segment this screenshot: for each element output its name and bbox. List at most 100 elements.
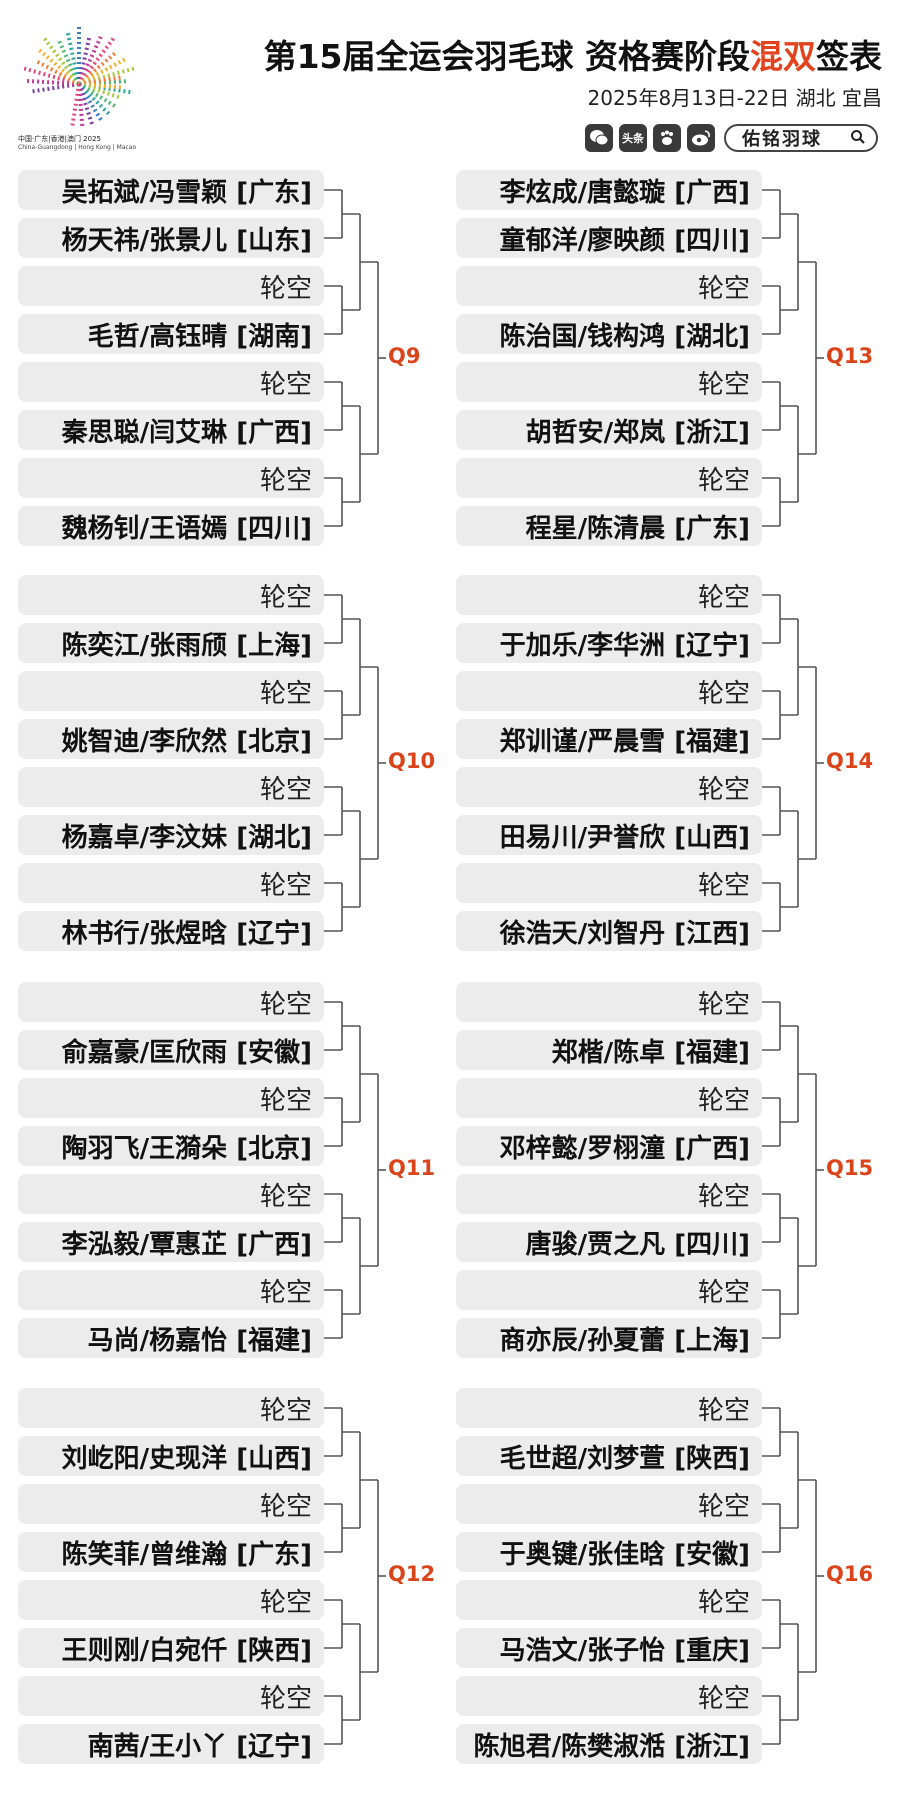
bracket-lines bbox=[324, 189, 386, 527]
page-title: 第15届全运会羽毛球 资格赛阶段混双签表 bbox=[263, 37, 882, 76]
qualifier-label: Q14 bbox=[826, 749, 874, 773]
pair-entry: 秦思聪/闫艾琳 [广西] bbox=[18, 410, 324, 450]
bye-slot: 轮空 bbox=[18, 1270, 324, 1310]
pair-entry: 毛世超/刘梦萱 [陕西] bbox=[456, 1436, 762, 1476]
bye-slot: 轮空 bbox=[18, 767, 324, 807]
logo-caption: 中国·广东|香港|澳门 2025 bbox=[18, 135, 101, 143]
pair-entry: 王则刚/白宛仟 [陕西] bbox=[18, 1628, 324, 1668]
bracket-q10: 轮空陈奕江/张雨颀 [上海]轮空姚智迪/李欣然 [北京]轮空杨嘉卓/李汶妹 [湖… bbox=[18, 575, 448, 959]
bye-slot: 轮空 bbox=[18, 863, 324, 903]
bracket-lines bbox=[324, 1407, 386, 1745]
bracket-q13: 李炫成/唐懿璇 [广西]童郁洋/廖映颜 [四川]轮空陈治国/钱构鸿 [湖北]轮空… bbox=[456, 170, 886, 554]
bye-slot: 轮空 bbox=[18, 266, 324, 306]
pair-entry: 田易川/尹誉欣 [山西] bbox=[456, 815, 762, 855]
bye-slot: 轮空 bbox=[18, 1580, 324, 1620]
bye-slot: 轮空 bbox=[18, 1174, 324, 1214]
bracket-lines bbox=[762, 1407, 824, 1745]
bye-slot: 轮空 bbox=[456, 982, 762, 1022]
qualifier-label: Q15 bbox=[826, 1156, 874, 1180]
bye-slot: 轮空 bbox=[18, 982, 324, 1022]
bracket-lines bbox=[324, 594, 386, 932]
bye-slot: 轮空 bbox=[456, 1484, 762, 1524]
pair-entry: 陶羽飞/王漪朵 [北京] bbox=[18, 1126, 324, 1166]
bracket-lines bbox=[762, 189, 824, 527]
qualifier-label: Q16 bbox=[826, 1562, 874, 1586]
pair-entry: 邓梓懿/罗栩潼 [广西] bbox=[456, 1126, 762, 1166]
pair-entry: 陈笑菲/曾维瀚 [广东] bbox=[18, 1532, 324, 1572]
bye-slot: 轮空 bbox=[18, 1676, 324, 1716]
bye-slot: 轮空 bbox=[18, 1078, 324, 1118]
qualifier-label: Q13 bbox=[826, 344, 874, 368]
games-logo: 中国·广东|香港|澳门 2025 China-Guangdong | Hong … bbox=[18, 12, 143, 152]
bye-slot: 轮空 bbox=[456, 362, 762, 402]
bracket-q14: 轮空于加乐/李华洲 [辽宁]轮空郑训谨/严晨雪 [福建]轮空田易川/尹誉欣 [山… bbox=[456, 575, 886, 959]
pair-entry: 林书行/张煜晗 [辽宁] bbox=[18, 911, 324, 951]
pair-entry: 程星/陈清晨 [广东] bbox=[456, 506, 762, 546]
bye-slot: 轮空 bbox=[18, 362, 324, 402]
qualifier-label: Q10 bbox=[388, 749, 436, 773]
pair-entry: 马尚/杨嘉怡 [福建] bbox=[18, 1318, 324, 1358]
bye-slot: 轮空 bbox=[456, 1676, 762, 1716]
pair-entry: 姚智迪/李欣然 [北京] bbox=[18, 719, 324, 759]
wechat-icon[interactable] bbox=[585, 124, 613, 152]
qualifier-label: Q12 bbox=[388, 1562, 436, 1586]
bracket-lines bbox=[762, 594, 824, 932]
bye-slot: 轮空 bbox=[456, 1580, 762, 1620]
pair-entry: 郑训谨/严晨雪 [福建] bbox=[456, 719, 762, 759]
bracket-lines bbox=[762, 1001, 824, 1339]
pair-entry: 吴拓斌/冯雪颖 [广东] bbox=[18, 170, 324, 210]
pair-entry: 童郁洋/廖映颜 [四川] bbox=[456, 218, 762, 258]
pair-entry: 杨天祎/张景儿 [山东] bbox=[18, 218, 324, 258]
bye-slot: 轮空 bbox=[456, 458, 762, 498]
title-highlight: 混双 bbox=[750, 37, 816, 76]
pair-entry: 陈奕江/张雨颀 [上海] bbox=[18, 623, 324, 663]
bye-slot: 轮空 bbox=[456, 575, 762, 615]
fan-logo-icon bbox=[24, 24, 134, 127]
qualifier-label: Q9 bbox=[388, 344, 421, 368]
pair-entry: 杨嘉卓/李汶妹 [湖北] bbox=[18, 815, 324, 855]
pair-entry: 魏杨钊/王语嫣 [四川] bbox=[18, 506, 324, 546]
bracket-q9: 吴拓斌/冯雪颖 [广东]杨天祎/张景儿 [山东]轮空毛哲/高钰晴 [湖南]轮空秦… bbox=[18, 170, 448, 554]
bracket-q15: 轮空郑楷/陈卓 [福建]轮空邓梓懿/罗栩潼 [广西]轮空唐骏/贾之凡 [四川]轮… bbox=[456, 982, 886, 1366]
pair-entry: 马浩文/张子怡 [重庆] bbox=[456, 1628, 762, 1668]
pair-entry: 毛哲/高钰晴 [湖南] bbox=[18, 314, 324, 354]
bye-slot: 轮空 bbox=[456, 767, 762, 807]
bye-slot: 轮空 bbox=[18, 1388, 324, 1428]
bye-slot: 轮空 bbox=[18, 1484, 324, 1524]
bye-slot: 轮空 bbox=[18, 671, 324, 711]
bye-slot: 轮空 bbox=[456, 1388, 762, 1428]
bye-slot: 轮空 bbox=[18, 575, 324, 615]
qualifier-label: Q11 bbox=[388, 1156, 436, 1180]
search-box[interactable]: 佑铭羽球 bbox=[724, 124, 878, 152]
pair-entry: 商亦辰/孙夏蕾 [上海] bbox=[456, 1318, 762, 1358]
pair-entry: 李泓毅/覃惠芷 [广西] bbox=[18, 1222, 324, 1262]
pair-entry: 陈治国/钱构鸿 [湖北] bbox=[456, 314, 762, 354]
pair-entry: 唐骏/贾之凡 [四川] bbox=[456, 1222, 762, 1262]
bracket-q16: 轮空毛世超/刘梦萱 [陕西]轮空于奥键/张佳晗 [安徽]轮空马浩文/张子怡 [重… bbox=[456, 1388, 886, 1772]
bye-slot: 轮空 bbox=[456, 671, 762, 711]
weibo-icon[interactable] bbox=[687, 124, 715, 152]
pair-entry: 郑楷/陈卓 [福建] bbox=[456, 1030, 762, 1070]
bracket-q11: 轮空俞嘉豪/匡欣雨 [安徽]轮空陶羽飞/王漪朵 [北京]轮空李泓毅/覃惠芷 [广… bbox=[18, 982, 448, 1366]
pair-entry: 李炫成/唐懿璇 [广西] bbox=[456, 170, 762, 210]
event-date-location: 2025年8月13日-22日 湖北 宜昌 bbox=[587, 86, 882, 110]
pair-entry: 胡哲安/郑岚 [浙江] bbox=[456, 410, 762, 450]
pair-entry: 俞嘉豪/匡欣雨 [安徽] bbox=[18, 1030, 324, 1070]
bye-slot: 轮空 bbox=[456, 1078, 762, 1118]
toutiao-icon[interactable]: 头条 bbox=[619, 124, 647, 152]
bye-slot: 轮空 bbox=[456, 1270, 762, 1310]
logo-caption-en: China-Guangdong | Hong Kong | Macao bbox=[18, 144, 137, 151]
bracket-q12: 轮空刘屹阳/史现洋 [山西]轮空陈笑菲/曾维瀚 [广东]轮空王则刚/白宛仟 [陕… bbox=[18, 1388, 448, 1772]
pair-entry: 于加乐/李华洲 [辽宁] bbox=[456, 623, 762, 663]
bye-slot: 轮空 bbox=[456, 266, 762, 306]
pair-entry: 于奥键/张佳晗 [安徽] bbox=[456, 1532, 762, 1572]
bracket-lines bbox=[324, 1001, 386, 1339]
pair-entry: 刘屹阳/史现洋 [山西] bbox=[18, 1436, 324, 1476]
search-label: 佑铭羽球 bbox=[742, 129, 822, 150]
pair-entry: 陈旭君/陈樊淑湉 [浙江] bbox=[456, 1724, 762, 1764]
bye-slot: 轮空 bbox=[18, 458, 324, 498]
search-icon bbox=[850, 129, 866, 149]
bye-slot: 轮空 bbox=[456, 863, 762, 903]
pair-entry: 徐浩天/刘智丹 [江西] bbox=[456, 911, 762, 951]
paw-icon[interactable] bbox=[653, 124, 681, 152]
